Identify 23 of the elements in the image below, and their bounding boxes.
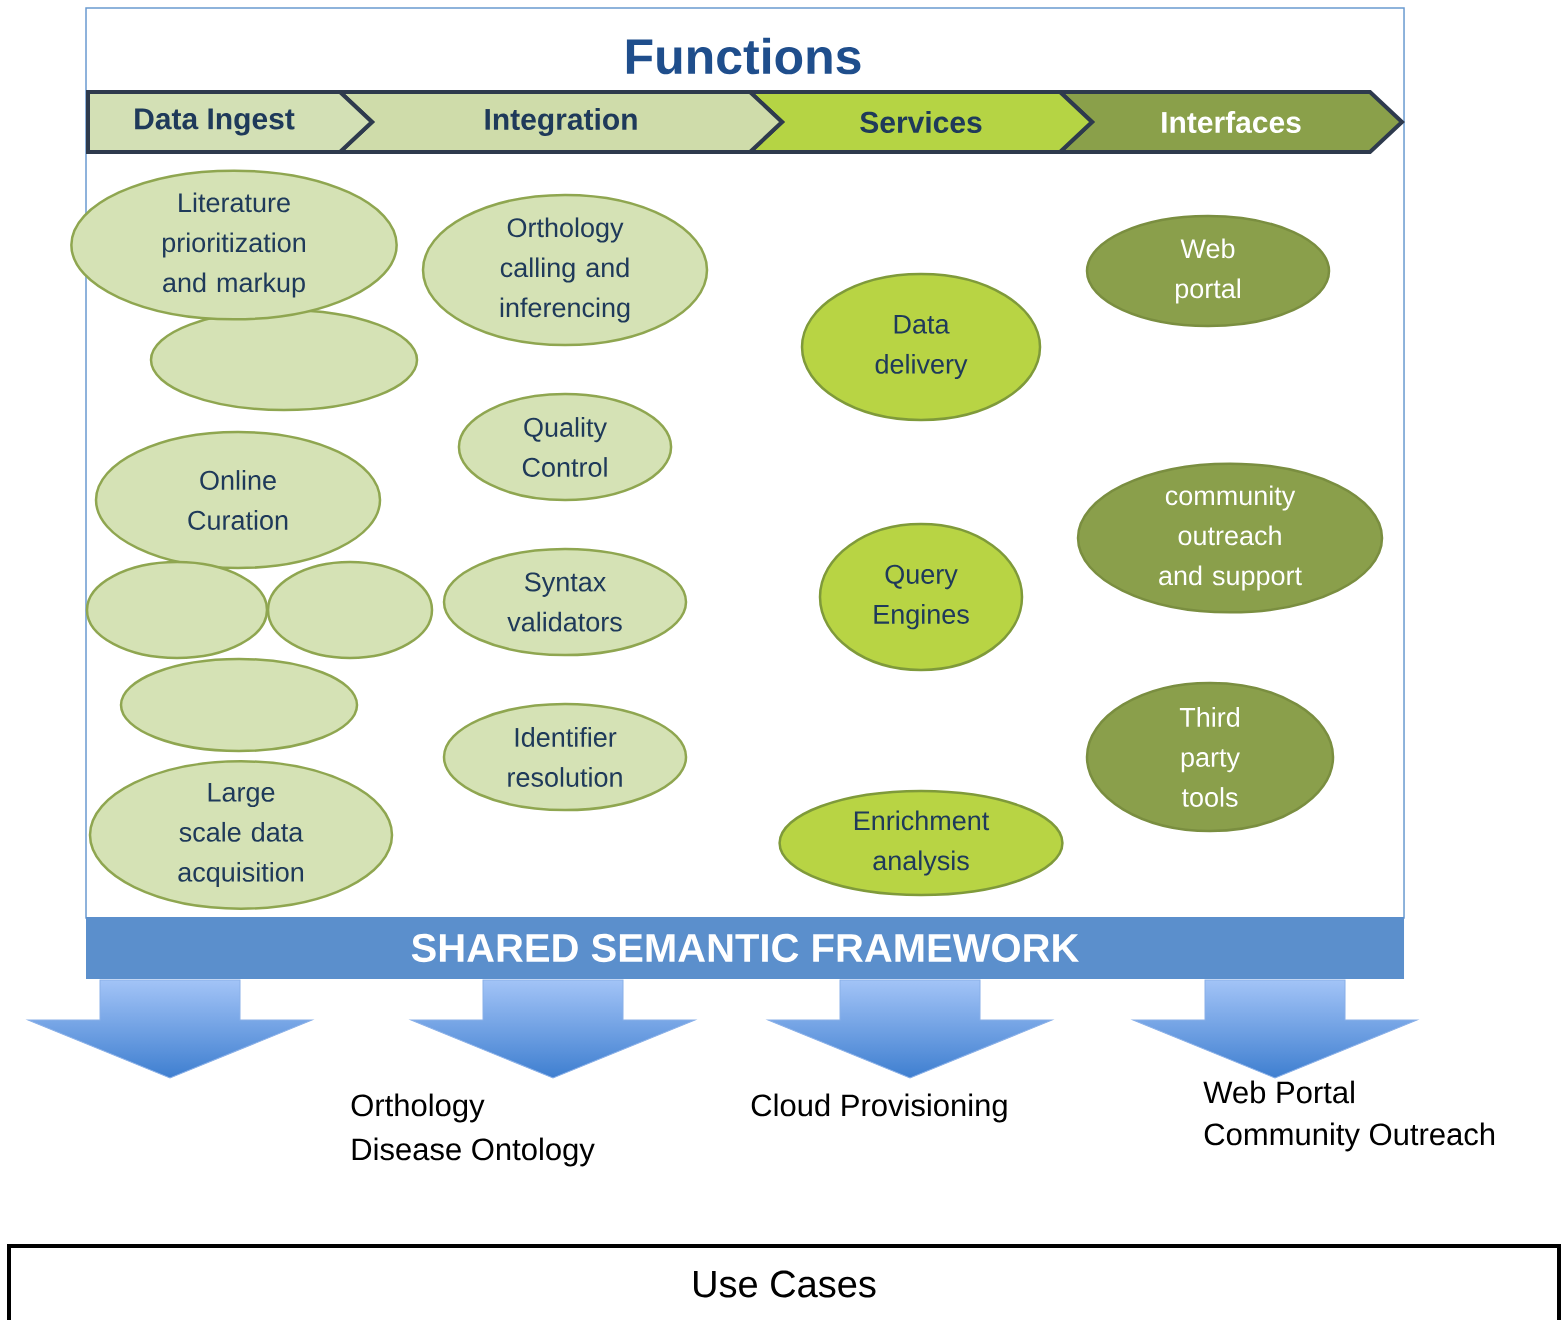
framework-band: SHARED SEMANTIC FRAMEWORK bbox=[86, 917, 1404, 979]
ellipse-node: Orthology calling and inferencing bbox=[421, 193, 709, 347]
ellipse-node: Data delivery bbox=[800, 272, 1042, 422]
ellipse-node: Identifier resolution bbox=[442, 702, 688, 812]
use-case-label: Cloud Provisioning bbox=[751, 1093, 1007, 1123]
ellipse-node: Quality Control bbox=[457, 392, 673, 502]
use-case-label: Orthology bbox=[351, 1093, 485, 1123]
empty-ellipse bbox=[149, 308, 419, 412]
empty-ellipse bbox=[119, 657, 359, 753]
use-case-label: Community Outreach bbox=[1204, 1122, 1495, 1152]
ellipse-node: Third party tools bbox=[1085, 681, 1335, 833]
use-cases-box: Use Cases bbox=[7, 1244, 1561, 1320]
use-case-label: Disease Ontology bbox=[352, 1137, 595, 1167]
chevron-band: Data Ingest bbox=[86, 90, 375, 154]
ellipse-node: Syntax validators bbox=[442, 547, 688, 657]
ellipse-node: community outreach and support bbox=[1076, 462, 1384, 614]
ellipse-node: Web portal bbox=[1085, 214, 1331, 328]
ellipse-node: Query Engines bbox=[818, 522, 1024, 672]
title: Functions bbox=[626, 37, 861, 75]
ellipse-node: Literature prioritization and markup bbox=[70, 169, 398, 321]
ellipse-node: Large scale data acquisition bbox=[88, 760, 394, 910]
use-case-label: Web Portal bbox=[1203, 1080, 1354, 1104]
ellipse-node: Enrichment analysis bbox=[778, 789, 1064, 897]
